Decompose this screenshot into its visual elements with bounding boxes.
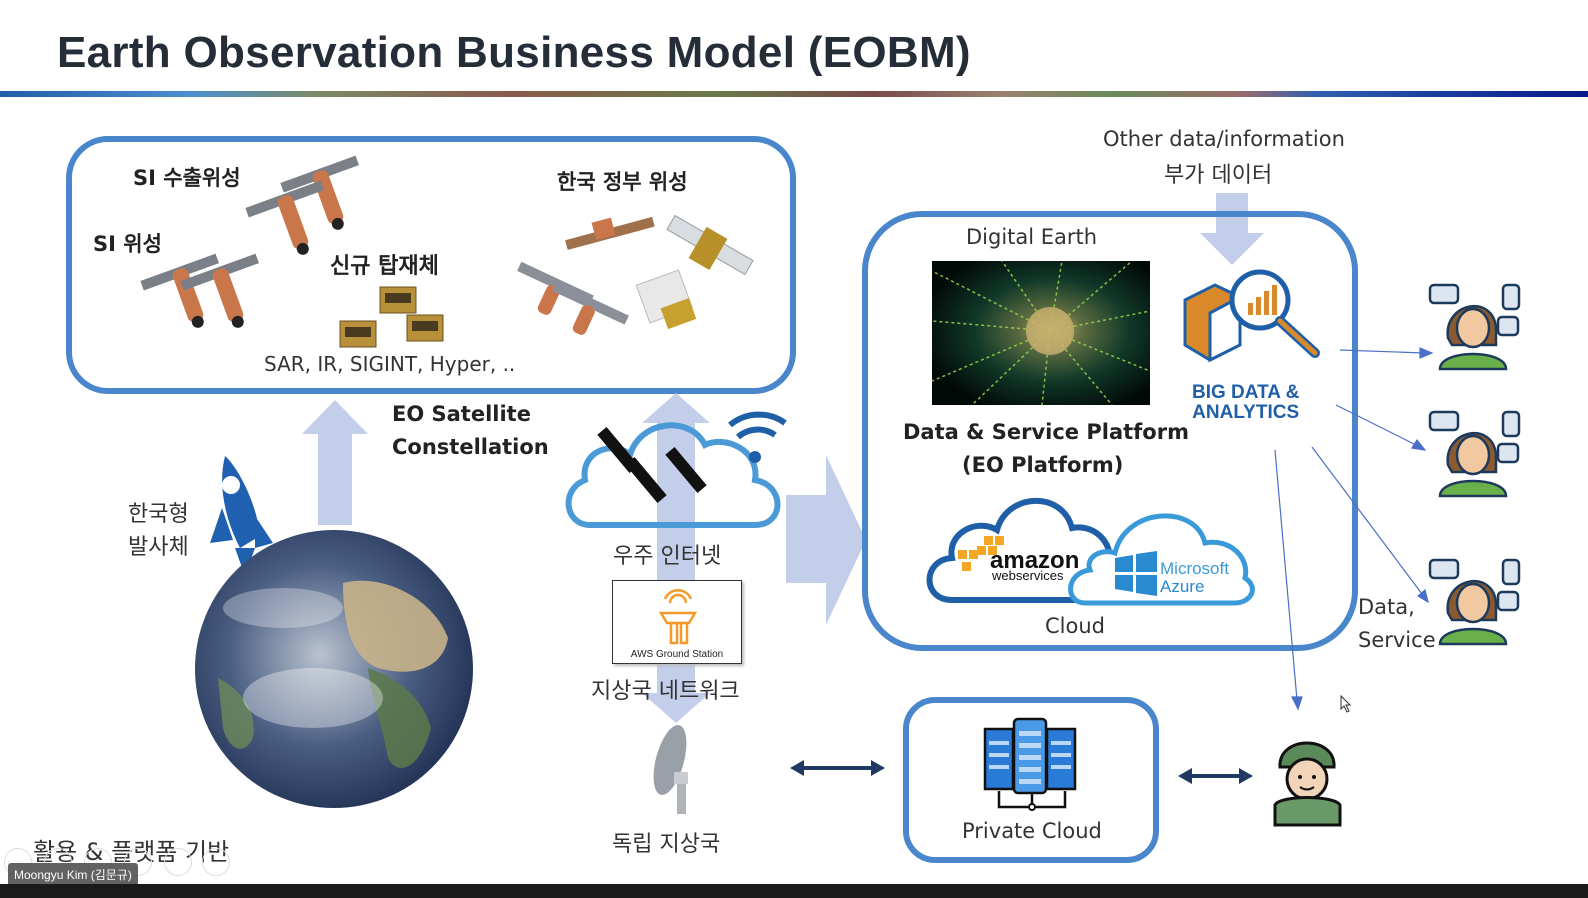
bottom-edge-bar [0,884,1588,898]
zoom-button[interactable] [164,848,192,876]
label-ground-station-network: 지상국 네트워크 [591,679,740,704]
label-eo-constellation-line2: Constellation [392,435,549,459]
payload-types-text: SAR, IR, SIGINT, Hyper, .. [264,352,516,376]
payload-cube-icon [406,314,444,342]
label-si-satellite: SI 위성 [93,232,162,256]
up-arrow-constellation [302,400,368,525]
satellite-icon [180,253,259,328]
label-data-service-platform: Data & Service Platform [903,420,1189,444]
label-big-data-line2: ANALYTICS [1192,402,1300,423]
more-options-button[interactable] [202,848,230,876]
space-internet-cloud-icon [565,411,787,528]
korea-government-satellite-icons [517,214,754,335]
aws-sub-text: webservices [991,568,1064,583]
label-private-cloud: Private Cloud [962,819,1102,843]
label-new-payload: 신규 탑재체 [330,254,439,279]
label-data-service-line1: Data, [1358,595,1415,619]
wifi-icon [728,411,787,463]
label-additional-data: 부가 데이터 [1164,163,1273,188]
label-cloud: Cloud [1045,614,1105,638]
soldier-icon [1273,741,1342,827]
digital-earth-image [931,260,1151,406]
si-satellite-icons [140,155,359,328]
satellite-icon [635,269,697,330]
platform-box [862,211,1358,651]
label-korea-government-satellite: 한국 정부 위성 [557,170,688,194]
label-other-data: Other data/information [1103,127,1345,151]
azure-cloud-icon: Microsoft Azure [1068,513,1255,606]
payload-cube-icon [339,320,377,348]
satellite-dish-icon [653,725,688,814]
aws-cloud-icon: amazon webservices [926,497,1121,604]
satellite-glyph-icon [597,426,707,504]
private-cloud-box [903,697,1159,863]
satellite-icon [552,281,629,335]
label-eo-constellation: EO Satellite Constellation [392,398,549,464]
earth-globe-image [195,530,473,808]
label-big-data-analytics: BIG DATA & ANALYTICS [1192,383,1299,423]
slides-overview-button[interactable] [124,848,152,876]
label-korean-launcher-line1: 한국형 [128,502,189,527]
mouse-cursor-icon [1340,694,1352,713]
label-data-service: Data, Service [1358,591,1436,657]
label-digital-earth: Digital Earth [966,225,1098,249]
satellite-icon [565,216,655,250]
windows-logo-icon [1115,551,1157,596]
satellite-group-box [66,136,796,394]
payload-cube-icons [339,286,444,348]
azure-line2-text: Azure [1160,577,1204,596]
label-eo-platform: (EO Platform) [962,453,1124,477]
label-si-export-satellite: SI 수출위성 [133,166,241,190]
label-korean-launcher-line2: 발사체 [128,535,189,560]
server-rack-icon [983,717,1077,811]
label-data-service-line2: Service [1358,628,1436,652]
satellite-icon [245,180,324,255]
satellite-icon [140,253,219,328]
slide-title: Earth Observation Business Model (EOBM) [57,28,971,77]
aws-ground-station-card: AWS Ground Station [612,580,742,664]
title-underline-bar [0,91,1588,97]
azure-line1-text: Microsoft [1160,559,1229,578]
label-korean-launcher: 한국형 발사체 [128,498,189,564]
label-independent-ground-station: 독립 지상국 [612,832,721,857]
user-icon [1428,410,1521,498]
user-icon [1428,558,1521,646]
presenter-name-tag: Moongyu Kim (김문규) [8,863,138,886]
big-data-analytics-icon [1183,269,1320,363]
aws-brand-text: amazon [990,547,1079,574]
aws-ground-station-label: AWS Ground Station [630,649,724,660]
bidirectional-arrow-private-cloud-soldier [1178,768,1253,784]
label-big-data-line1: BIG DATA & [1192,382,1300,403]
rocket-icon [210,456,273,576]
right-arrow-to-platform [786,455,866,625]
bidirectional-arrow-dish-private-cloud [790,760,885,776]
ground-station-antenna-icon [658,589,698,645]
user-icon [1428,283,1521,371]
satellite-icon [666,214,754,276]
label-space-internet: 우주 인터넷 [613,544,722,569]
payload-cube-icon [379,286,417,314]
label-eo-constellation-line1: EO Satellite [392,402,531,426]
